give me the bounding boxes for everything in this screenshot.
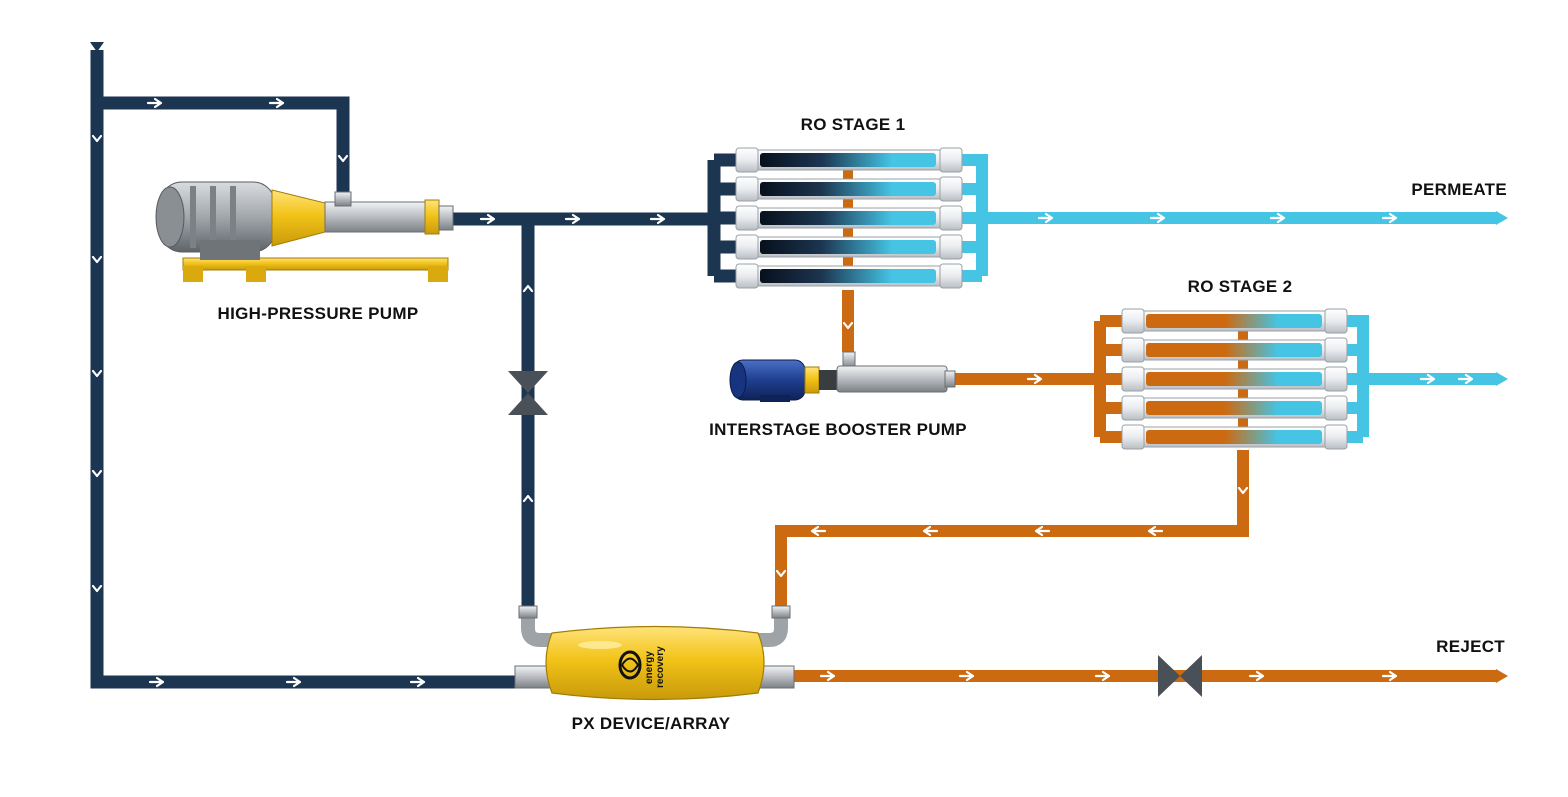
arrow-chevron-icon: [1419, 373, 1436, 385]
ro-stage-2-label: RO STAGE 2: [1188, 277, 1293, 296]
stage2-feed-manifold: [1094, 315, 1122, 443]
arrow-chevron-icon: [1269, 212, 1286, 224]
arrow-chevron-icon: [91, 584, 103, 593]
arrow-chevron-icon: [1149, 212, 1166, 224]
stage2-permeate-manifold: [1347, 315, 1369, 443]
arrow-chevron-icon: [91, 134, 103, 143]
arrow-chevron-icon: [810, 525, 827, 537]
membrane-vessel-icon: [1121, 366, 1348, 392]
arrow-chevron-icon: [522, 284, 534, 293]
arrow-chevron-icon: [649, 213, 666, 225]
px-device[interactable]: energy recovery: [514, 605, 795, 701]
arrow-chevron-icon: [148, 676, 165, 688]
arrow-chevron-icon: [1034, 525, 1051, 537]
arrow-chevron-icon: [409, 676, 426, 688]
brand-line-2: recovery: [655, 646, 666, 688]
membrane-vessel-icon: [1121, 395, 1348, 421]
flow-arrows: [91, 97, 1474, 688]
arrow-chevron-icon: [1147, 525, 1164, 537]
arrow-chevron-icon: [91, 255, 103, 264]
arrow-chevron-icon: [1094, 670, 1111, 682]
brand-line-1: energy: [644, 651, 655, 684]
reject-valve[interactable]: [1158, 655, 1202, 697]
arrow-chevron-icon: [1457, 373, 1474, 385]
stage1-feed-manifold: [707, 153, 736, 283]
membrane-vessel-icon: [735, 263, 963, 289]
arrow-chevron-icon: [775, 569, 787, 578]
arrow-chevron-icon: [1381, 212, 1398, 224]
permeate-pipes: [962, 154, 1498, 443]
feed-main-vertical-pipe: [90, 50, 515, 689]
valve-icon: [508, 371, 548, 393]
interstage-booster-pump-label: INTERSTAGE BOOSTER PUMP: [709, 420, 967, 439]
px-return-valve[interactable]: [508, 371, 548, 415]
arrow-chevron-icon: [1037, 212, 1054, 224]
reject-end-arrow: [1496, 669, 1508, 683]
arrow-chevron-icon: [1381, 670, 1398, 682]
energy-recovery-logo: energy recovery: [618, 646, 666, 688]
feed-pipes: [90, 50, 736, 689]
ro-stage-1-label: RO STAGE 1: [801, 115, 906, 134]
px-device-label: PX DEVICE/ARRAY: [572, 714, 731, 733]
arrow-chevron-icon: [91, 369, 103, 378]
ro-stage-1-vessels: [735, 147, 963, 289]
membrane-vessel-icon: [735, 234, 963, 260]
arrow-chevron-icon: [922, 525, 939, 537]
membrane-vessel-icon: [1121, 424, 1348, 450]
arrow-chevron-icon: [268, 97, 285, 109]
brine-pipes: [775, 290, 1498, 682]
valve-icon: [1158, 655, 1180, 697]
permeate-label: PERMEATE: [1411, 180, 1507, 199]
arrow-chevron-icon: [819, 670, 836, 682]
arrow-chevron-icon: [91, 469, 103, 478]
feed-to-hp-pump-pipe: [97, 96, 350, 196]
high-pressure-pump[interactable]: [155, 181, 454, 282]
arrow-chevron-icon: [1248, 670, 1265, 682]
arrow-chevron-icon: [337, 154, 349, 163]
interstage-booster-pump[interactable]: [729, 351, 956, 402]
arrow-chevron-icon: [1026, 373, 1043, 385]
arrow-chevron-icon: [146, 97, 163, 109]
arrow-chevron-icon: [479, 213, 496, 225]
reject-label: REJECT: [1436, 637, 1505, 656]
stage2-brine-return-pipe: [775, 450, 1249, 612]
membrane-vessel-icon: [1121, 308, 1348, 334]
arrow-chevron-icon: [564, 213, 581, 225]
arrow-chevron-icon: [522, 494, 534, 503]
high-pressure-pump-label: HIGH-PRESSURE PUMP: [218, 304, 419, 323]
feed-inlet-arrow: [90, 42, 104, 52]
stage2-permeate-end-arrow: [1496, 372, 1508, 386]
arrow-chevron-icon: [842, 321, 854, 330]
membrane-vessel-icon: [735, 205, 963, 231]
stage1-permeate-manifold: [962, 154, 988, 282]
arrow-chevron-icon: [285, 676, 302, 688]
permeate-end-arrow: [1496, 211, 1508, 225]
membrane-vessel-icon: [1121, 337, 1348, 363]
arrow-chevron-icon: [958, 670, 975, 682]
membrane-vessel-icon: [735, 147, 963, 173]
arrow-chevron-icon: [1237, 486, 1249, 495]
membrane-vessel-icon: [735, 176, 963, 202]
ro-stage-2-vessels: [1121, 308, 1348, 450]
